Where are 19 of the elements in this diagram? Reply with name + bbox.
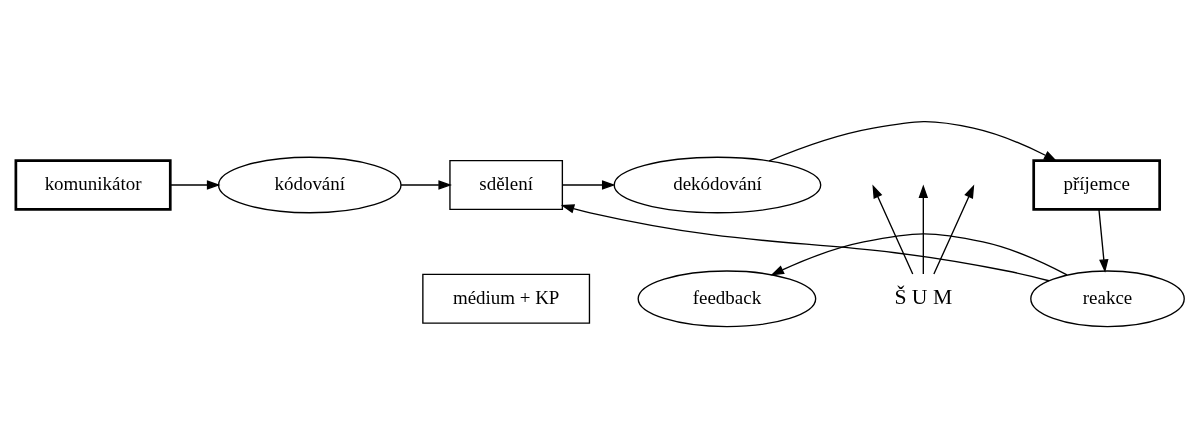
arrow — [400, 180, 452, 190]
node-ellipse: kódování — [217, 156, 402, 214]
node-text: Š U M — [894, 284, 953, 309]
node-ellipse: feedback — [637, 270, 817, 328]
arrow — [918, 184, 929, 275]
arrow — [560, 204, 1050, 282]
arrow — [933, 184, 975, 275]
arrow — [169, 180, 221, 190]
arrow — [770, 233, 1068, 276]
node-ellipse: reakce — [1030, 270, 1185, 328]
node-box: komunikátor — [14, 159, 172, 211]
arrow — [872, 184, 914, 275]
arrow — [1098, 209, 1109, 273]
node-box: sdělení — [449, 159, 564, 211]
node-box: příjemce — [1032, 159, 1161, 211]
arrow — [768, 120, 1058, 162]
node-box: médium + KP — [422, 273, 591, 324]
node-ellipse: dekódování — [613, 156, 822, 214]
arrow — [562, 180, 616, 190]
